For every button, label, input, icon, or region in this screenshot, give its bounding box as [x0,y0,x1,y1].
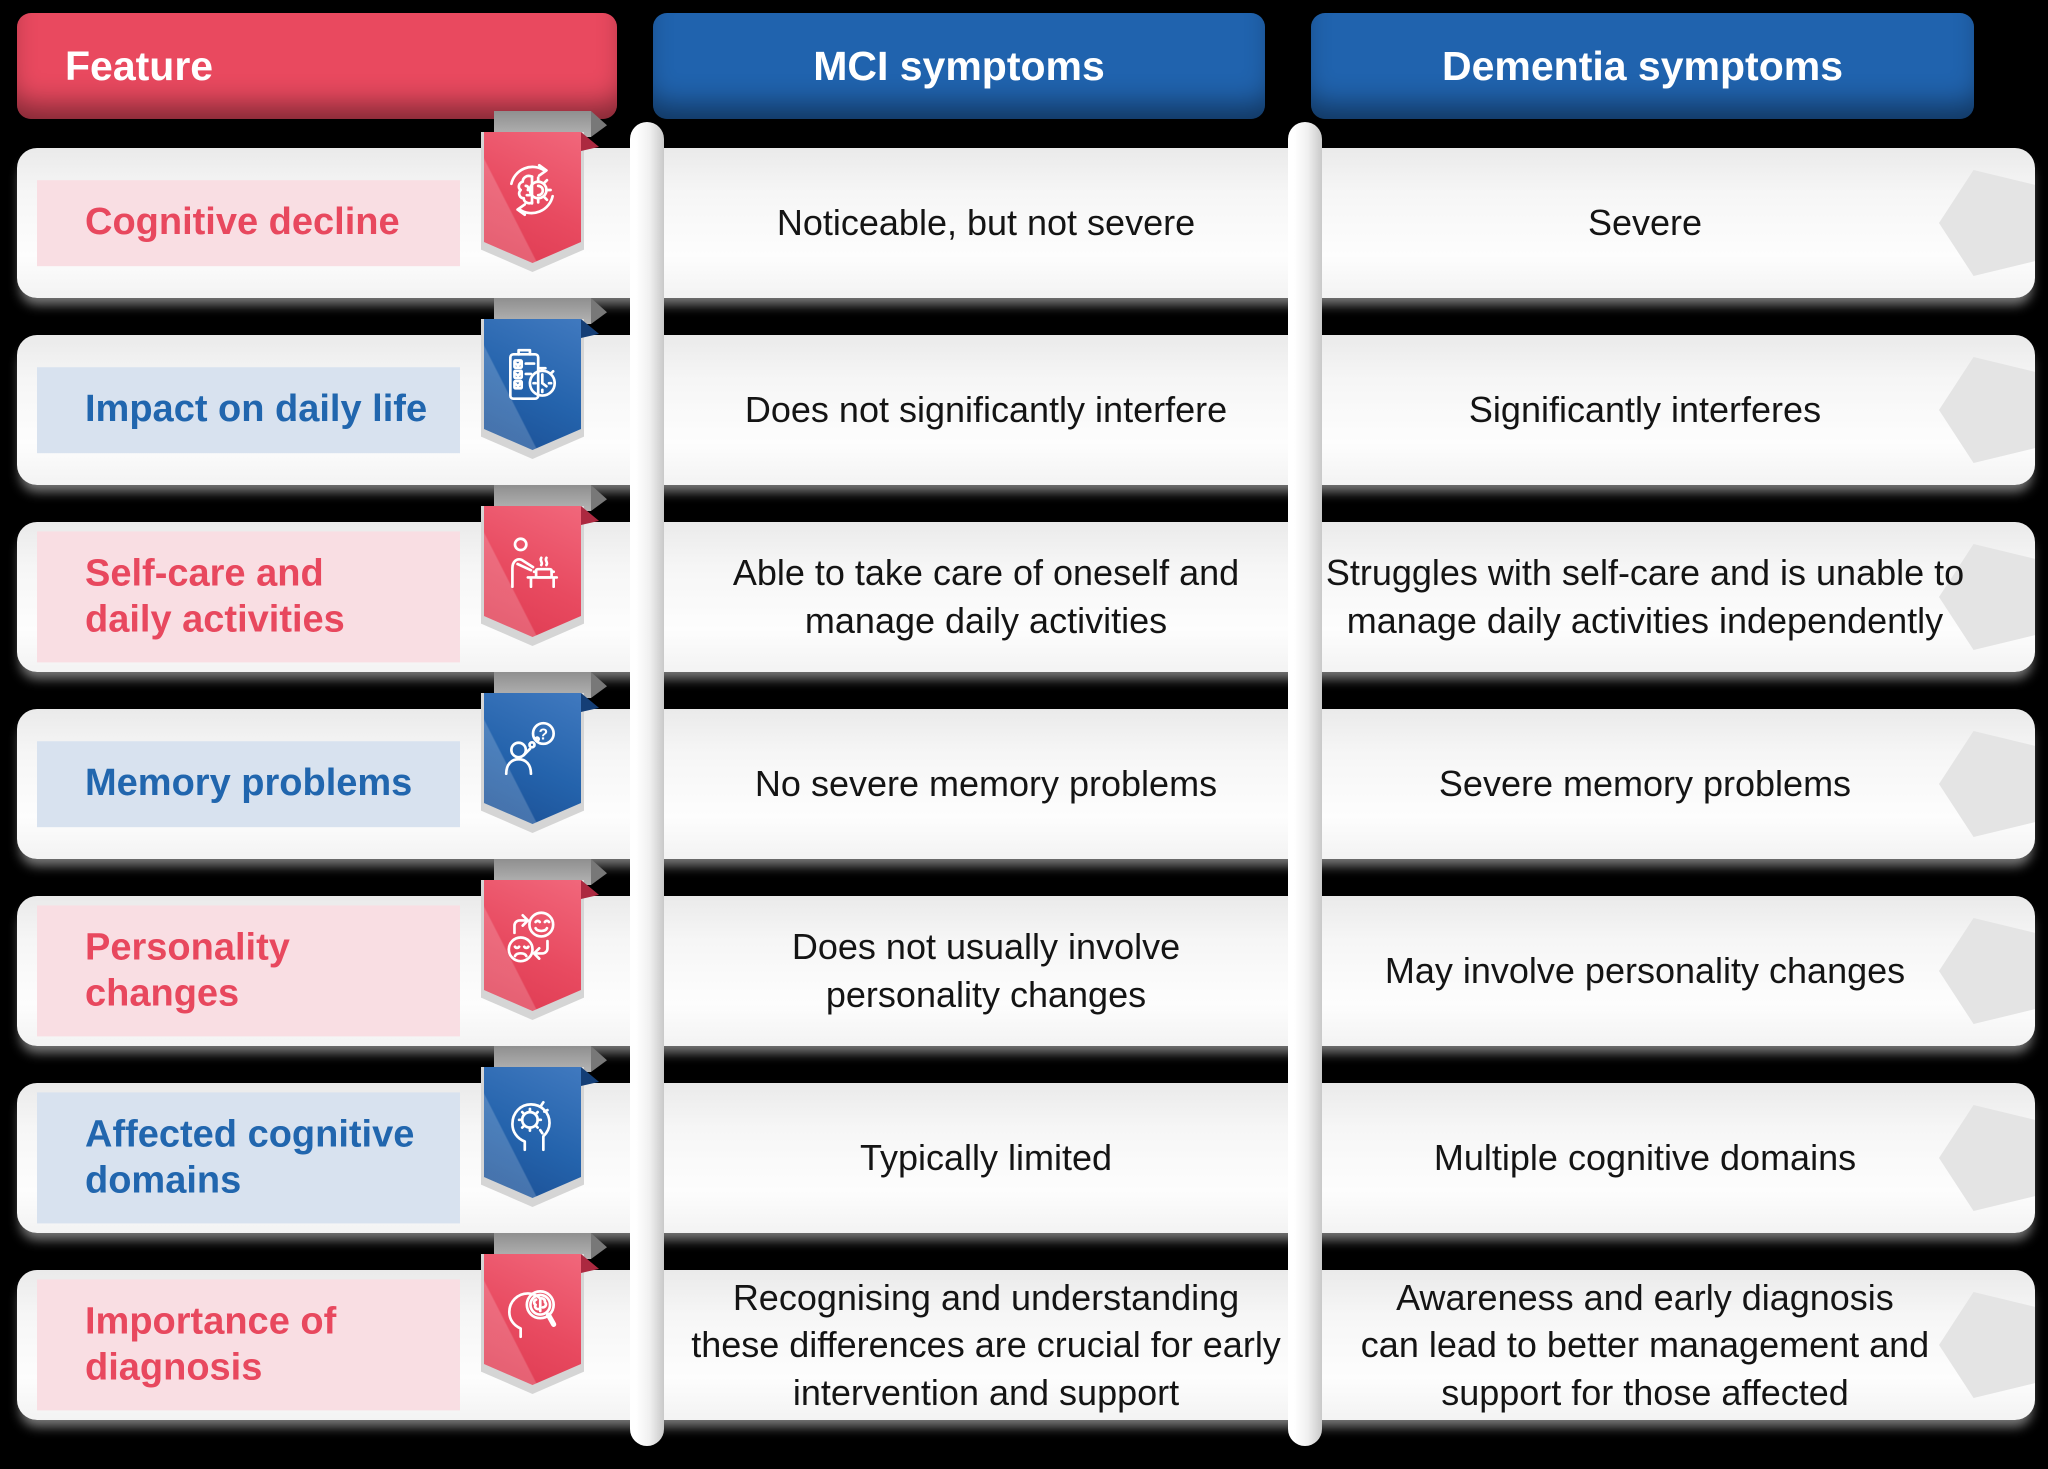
table-row: Personality changes Does not usually invo… [17,859,2035,1046]
dementia-symptom-cell: Struggles with self-care and is unable t… [1325,552,1965,641]
feature-label: Personality changes [37,905,460,1037]
ribbon-banner [484,1067,581,1198]
ribbon-hanger-fold [591,298,607,324]
mci-symptom-cell: Does not significantly interfere [744,389,1228,431]
dementia-symptom-cell: May involve personality changes [1384,950,1906,992]
feature-ribbon [481,1046,607,1207]
column-header-feature: Feature [17,13,617,119]
svg-text:?: ? [539,727,548,744]
ribbon-hanger-fold [591,672,607,698]
ribbon-hanger-fold [591,859,607,885]
table-row: Memory problems No severe memory problems… [17,672,2035,859]
dementia-symptom-cell: Awareness and early diagnosis can lead t… [1360,1276,1930,1413]
memory-question-icon: ? [499,718,565,789]
feature-ribbon [481,298,607,459]
feature-label: Cognitive decline [37,180,460,266]
checklist-stopwatch-icon [499,344,565,415]
personality-faces-icon [499,905,565,976]
feature-label: Importance of diagnosis [37,1279,460,1411]
feature-label: Impact on daily life [37,367,460,453]
feature-ribbon [481,485,607,646]
ribbon-banner [484,506,581,637]
dementia-symptom-cell: Severe memory problems [1438,763,1852,805]
table-row: Cognitive decline Noticeable, but not sev… [17,111,2035,298]
dementia-symptom-cell: Significantly interferes [1468,389,1822,431]
table-row: Impact on daily life Does not significant… [17,298,2035,485]
column-header-dementia: Dementia symptoms [1311,13,1974,119]
mci-symptom-cell: Recognising and understanding these diff… [691,1276,1281,1413]
brain-gear-cycle-icon [499,157,565,228]
feature-label: Self-care and daily activities [37,531,460,663]
table-row: Importance of diagnosis Recognising and u… [17,1233,2035,1420]
feature-ribbon [481,1233,607,1394]
ribbon-banner [484,319,581,450]
column-header-mci: MCI symptoms [653,13,1265,119]
dementia-symptom-cell: Multiple cognitive domains [1433,1137,1857,1179]
feature-ribbon: ? [481,672,607,833]
ribbon-hanger-fold [591,485,607,511]
column-header-feature-label: Feature [65,42,214,89]
feature-label: Memory problems [37,741,460,827]
column-divider [630,122,664,1446]
column-header-dementia-label: Dementia symptoms [1441,42,1843,89]
ribbon-banner [484,1254,581,1385]
ribbon-banner [484,693,581,824]
feature-ribbon [481,859,607,1020]
head-gear-domains-icon [499,1092,565,1163]
table-row: Affected cognitive domains Typically limi… [17,1046,2035,1233]
column-divider [1288,122,1322,1446]
head-magnifier-diagnosis-icon [499,1279,565,1350]
self-care-cooking-icon [499,531,565,602]
feature-ribbon [481,111,607,272]
mci-symptom-cell: No severe memory problems [754,763,1218,805]
mci-symptom-cell: Typically limited [859,1137,1113,1179]
feature-label: Affected cognitive domains [37,1092,460,1224]
ribbon-hanger-fold [591,1233,607,1259]
mci-symptom-cell: Able to take care of oneself and manage … [732,552,1240,641]
table-row: Self-care and daily activities Able to ta… [17,485,2035,672]
mci-symptom-cell: Noticeable, but not severe [776,202,1196,244]
dementia-symptom-cell: Severe [1587,202,1703,244]
mci-symptom-cell: Does not usually involve personality cha… [791,926,1181,1015]
ribbon-hanger-fold [591,1046,607,1072]
column-header-mci-label: MCI symptoms [813,42,1105,89]
